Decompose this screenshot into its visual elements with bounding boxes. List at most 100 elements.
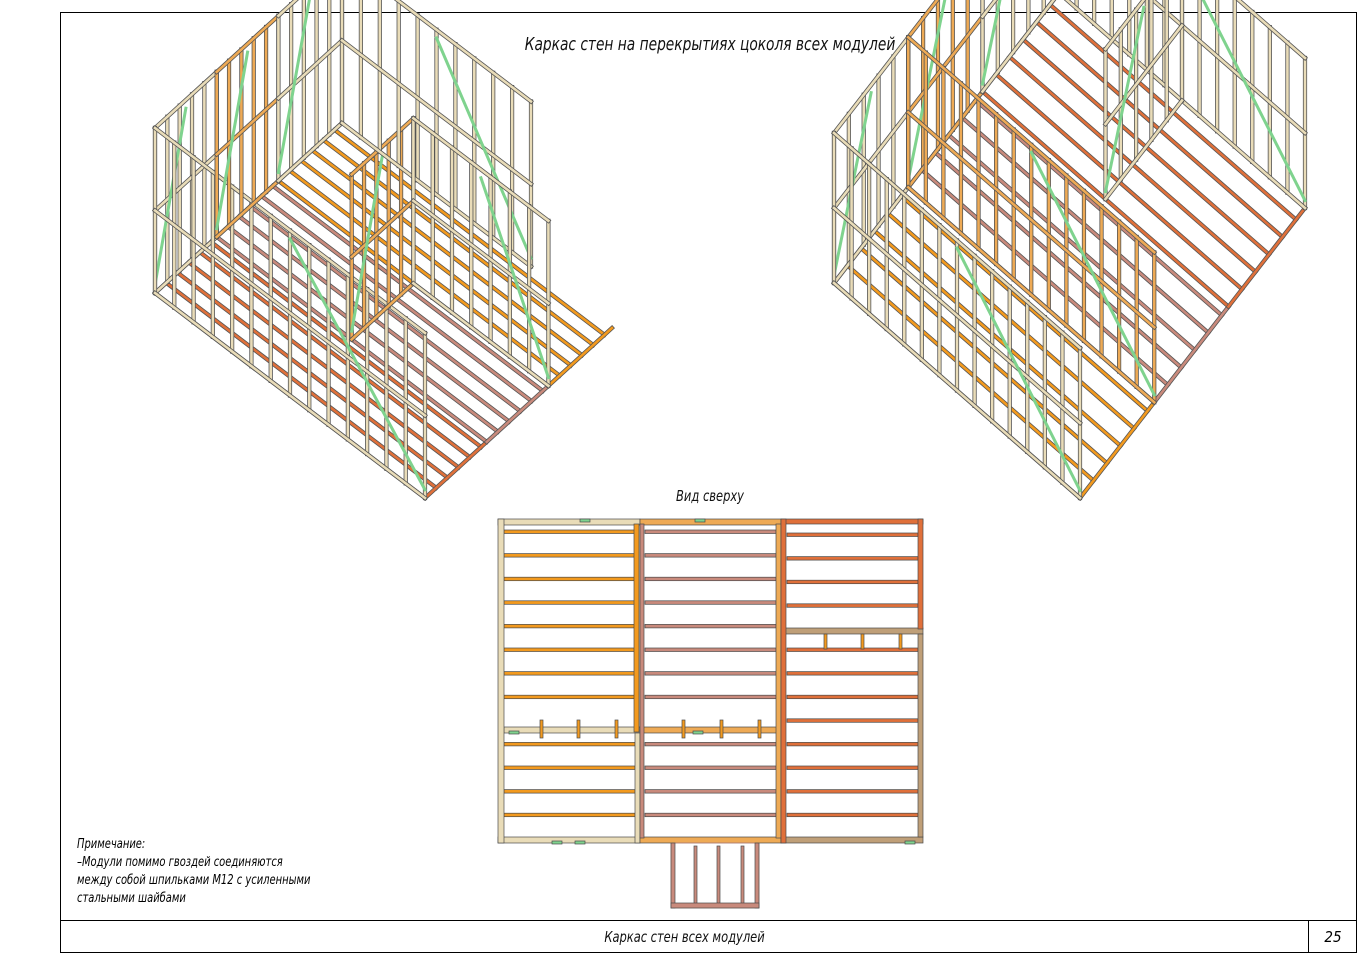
nogging <box>276 38 344 101</box>
floor-joist <box>503 742 636 747</box>
floor-joist <box>503 812 636 818</box>
top-plate <box>411 116 551 223</box>
bottom-plate <box>980 0 1056 94</box>
rim-board <box>497 836 641 844</box>
blocking <box>757 719 762 739</box>
blocking <box>823 633 828 650</box>
bottom-plate <box>349 281 416 342</box>
connector-plate <box>508 730 520 735</box>
drawing-sheet-border <box>60 12 1357 953</box>
step-joist <box>670 902 760 909</box>
top-plate <box>153 70 219 130</box>
top-plate <box>906 0 939 40</box>
nogging <box>832 206 1082 425</box>
floor-joist <box>786 647 919 652</box>
floor-joist <box>503 647 636 652</box>
note-line: между собой шпильками М12 с усиленными <box>77 873 311 888</box>
floor-joist <box>644 671 777 676</box>
floor-joist <box>644 647 777 652</box>
rim-board <box>1226 206 1307 309</box>
connector-plate <box>692 730 704 735</box>
floor-joist <box>899 194 1150 413</box>
nogging <box>906 14 985 115</box>
floor-joist <box>503 671 636 676</box>
bottom-plate <box>1103 98 1184 201</box>
note-line: стальными шайбами <box>77 891 186 906</box>
bottom-plate <box>340 121 533 269</box>
rim-board <box>639 836 782 844</box>
floor-joist <box>845 263 1096 483</box>
rim-board <box>917 633 924 838</box>
connector-plate <box>579 518 591 523</box>
top-plate <box>832 35 911 135</box>
bottom-plate <box>153 291 427 500</box>
step-joist <box>740 845 745 905</box>
top-plate <box>214 13 281 74</box>
rim-board <box>497 518 505 844</box>
floor-joist <box>786 603 919 608</box>
floor-joist <box>198 250 472 460</box>
floor-joist <box>644 529 777 534</box>
top-plate <box>1236 0 1307 60</box>
rim-board <box>634 732 641 844</box>
rim-board <box>780 836 924 844</box>
note-block: Примечание: –Модули помимо гвоздей соеди… <box>77 836 310 908</box>
connector-plate <box>694 518 706 523</box>
bottom-plate <box>276 121 344 183</box>
floor-joist <box>786 718 919 723</box>
floor-joist <box>786 742 919 747</box>
floor-joist <box>786 532 919 537</box>
floor-joist <box>503 600 636 605</box>
rim-board <box>1152 304 1231 405</box>
rim-board <box>775 523 782 839</box>
diagonal-brace <box>954 245 1083 493</box>
blocking <box>539 719 544 739</box>
floor-joist <box>644 600 777 605</box>
blocking <box>898 633 903 650</box>
diagonal-brace <box>276 0 311 175</box>
nogging <box>153 152 219 213</box>
top-view-plan <box>497 518 924 909</box>
floor-joist <box>503 576 636 582</box>
connector-plate <box>904 840 916 845</box>
floor-joist <box>644 624 777 629</box>
top-plate <box>832 131 1082 350</box>
rim-board <box>917 518 924 630</box>
top-plate <box>349 116 416 177</box>
nogging <box>1103 23 1184 126</box>
nogging <box>349 198 416 259</box>
rim-board <box>423 440 489 500</box>
diagonal-brace <box>1029 150 1157 397</box>
diagonal-brace <box>1103 5 1146 194</box>
page-number: 25 <box>1308 921 1357 953</box>
floor-joist <box>175 270 450 480</box>
connector-plate <box>574 840 586 845</box>
diagonal-brace <box>434 36 533 261</box>
floor-joist <box>786 579 919 585</box>
floor-joist <box>786 671 919 676</box>
rim-board <box>633 523 640 733</box>
rim-board <box>780 518 924 525</box>
blocking <box>576 719 581 739</box>
bottom-plate <box>214 178 281 239</box>
floor-joist <box>786 765 919 770</box>
nogging <box>411 198 551 306</box>
diagonal-brace <box>287 236 428 492</box>
nogging <box>832 110 911 210</box>
floor-joist <box>644 765 777 770</box>
nogging <box>906 110 1157 330</box>
bottom-plate <box>832 281 1082 500</box>
cross-beam <box>780 627 924 635</box>
diagonal-brace <box>214 50 250 231</box>
floor-joist <box>503 529 636 534</box>
floor-joist <box>644 553 777 558</box>
floor-joist <box>973 98 1224 318</box>
cross-beam <box>503 726 641 734</box>
rim-board <box>780 518 787 844</box>
blocking <box>860 633 865 650</box>
floor-joist <box>503 694 636 700</box>
diagonal-brace <box>153 106 188 287</box>
top-plate <box>153 126 427 335</box>
diagonal-brace <box>479 175 551 380</box>
floor-joist <box>644 576 777 582</box>
